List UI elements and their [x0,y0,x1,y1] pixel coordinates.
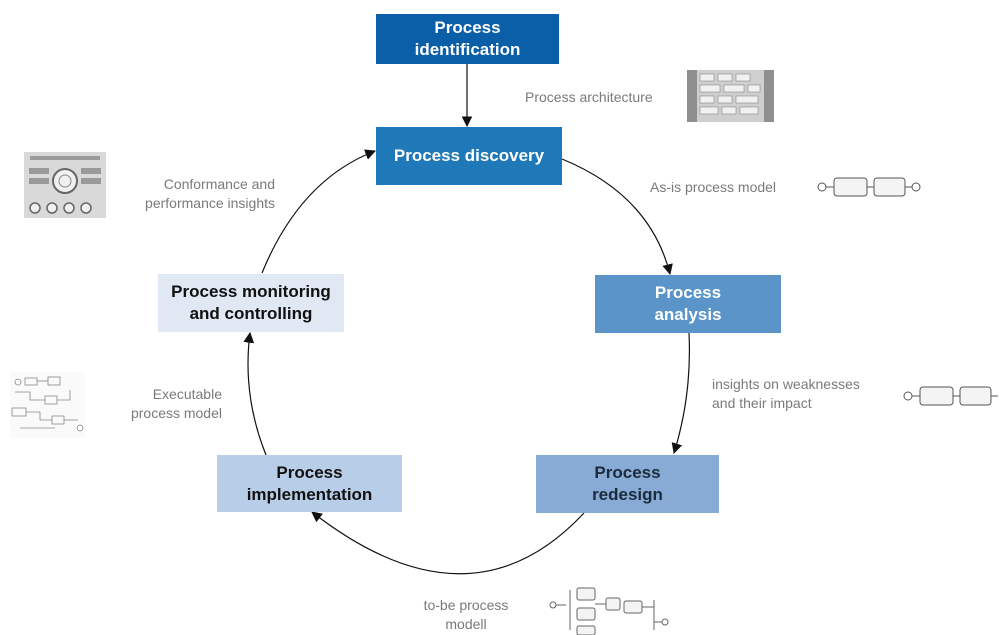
insights-model-thumbnail [903,386,998,406]
as-is-model-label: As-is process model [650,179,777,195]
process-implementation-box: Process implementation [217,455,402,512]
arrow-redesign-implementation [311,511,585,575]
as-is-model-thumbnail [817,177,921,197]
conformance-label: Conformance and performance insights [145,176,275,211]
executable-model-label: Executable process model [130,386,222,421]
to-be-model-thumbnail [549,587,669,635]
executable-model-thumbnail [10,372,85,438]
process-monitoring-box: Process monitoring and controlling [158,274,344,332]
process-redesign-box: Process redesign [536,455,719,513]
insights-label: insights on weaknesses and their impact [712,376,860,411]
arrow-discovery-analysis [561,158,673,276]
arrow-analysis-redesign [671,332,691,455]
process-architecture-thumbnail [687,70,774,122]
process-analysis-box: Process analysis [595,275,781,333]
process-architecture-label: Process architecture [525,89,653,105]
to-be-model-label: to-be process modell [423,597,509,632]
process-discovery-box: Process discovery [376,127,562,185]
arrow-implementation-monitoring [243,331,267,456]
arrow-monitoring-discovery [261,149,377,274]
process-identification-box: Process identification [376,14,559,64]
dashboard-thumbnail [24,152,106,218]
